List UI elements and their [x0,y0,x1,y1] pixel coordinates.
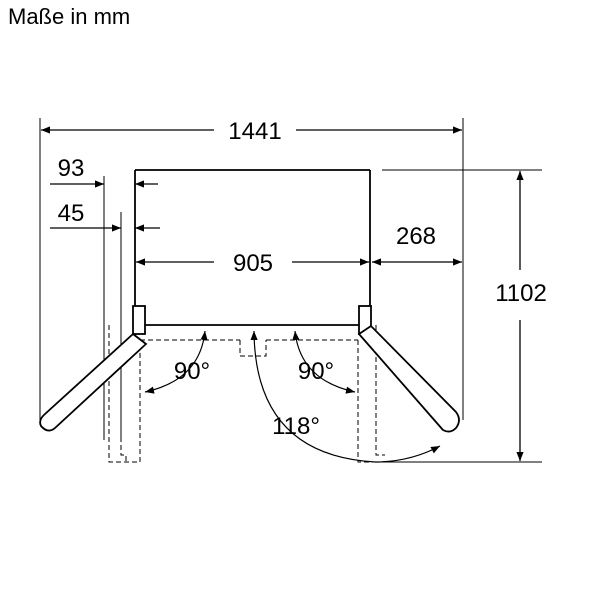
dimension-45-label: 45 [58,200,85,227]
angle-left-label: 90° [174,358,210,385]
dimension-1102-label: 1102 [495,280,547,307]
dimension-905-label: 905 [233,250,273,277]
hinges [132,305,372,335]
left-90-arc [144,330,208,394]
dashed-door-outlines [108,325,392,463]
diagram-title: Maße in mm [8,4,131,29]
dimension-268-label: 268 [396,223,436,250]
appliance-body [134,169,371,326]
dimension-93-label: 93 [58,155,85,182]
left-hinge [132,305,146,335]
angle-max-label: 118° [272,413,320,440]
right-door [357,324,460,433]
dimension-1441-label: 1441 [228,118,281,145]
swing-arcs [144,330,441,463]
max-118-arc [250,330,441,463]
left-door [39,332,148,432]
angle-right-label: 90° [298,358,334,385]
dimension-lines [41,126,524,461]
